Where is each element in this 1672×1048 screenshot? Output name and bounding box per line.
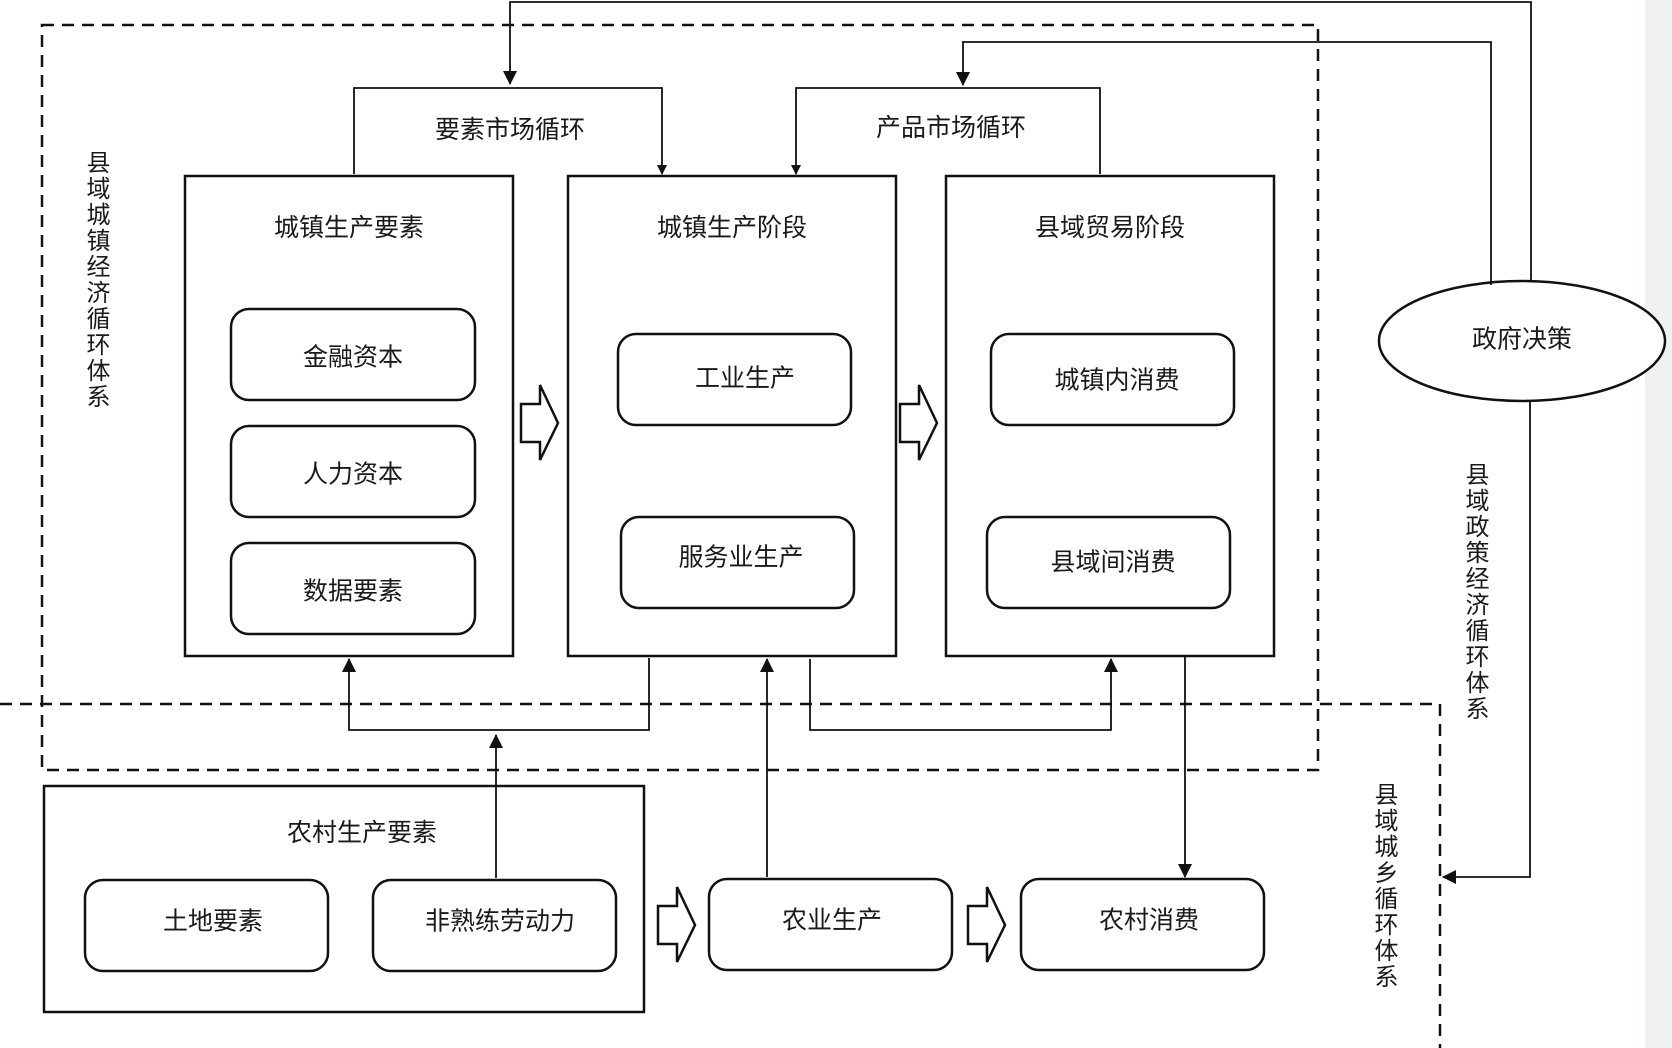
unskilled-labor-box: [371, 878, 618, 973]
rural-factors-title: 农村生产要素: [287, 818, 437, 847]
gov-to-factor-cycle-line: [503, 1, 1532, 281]
land-factor-label: 土地要素: [163, 907, 263, 936]
production-to-factors-line: [342, 658, 650, 731]
intra-urban-consumption-label: 城镇内消费: [1054, 366, 1179, 395]
financial-capital-label: 金融资本: [303, 343, 403, 372]
flow-arrow-rural-to-agri: [656, 886, 697, 963]
flow-arrow-production-to-trade: [898, 384, 939, 461]
urban-rural-system-boundary: [0, 702, 1442, 1048]
agri-production-box: [707, 877, 954, 972]
factor-market-cycle-label: 要素市场循环: [435, 115, 585, 144]
government-decision-ellipse: [1377, 279, 1667, 403]
gov-to-product-cycle-line: [956, 41, 1492, 285]
product-market-cycle-label: 产品市场循环: [876, 113, 1026, 142]
agri-production-label: 农业生产: [782, 906, 882, 935]
urban-system-boundary: [40, 23, 1320, 772]
urban-rural-system-label: 县域城乡循环体系: [1370, 782, 1398, 990]
human-capital-label: 人力资本: [303, 460, 403, 489]
data-factor-box: [229, 541, 477, 636]
unskilled-labor-label: 非熟练劳动力: [425, 907, 575, 936]
county-trade-title: 县域贸易阶段: [1035, 213, 1185, 242]
inter-county-consumption-box: [985, 515, 1232, 610]
flow-arrow-factors-to-production: [519, 384, 560, 461]
policy-system-label: 县域政策经济循环体系: [1461, 462, 1489, 722]
urban-factors-title: 城镇生产要素: [274, 213, 424, 242]
page-edge-shade: [1645, 0, 1672, 1048]
service-production-label: 服务业生产: [678, 543, 803, 572]
financial-capital-box: [229, 307, 477, 402]
human-capital-box: [229, 424, 477, 519]
service-production-box: [619, 515, 856, 610]
production-to-trade-line: [809, 658, 1118, 731]
data-factor-label: 数据要素: [303, 577, 403, 606]
rural-consumption-box: [1019, 877, 1266, 972]
industrial-production-box: [616, 332, 853, 427]
gov-to-urban-rural-line: [1442, 401, 1531, 884]
urban-system-label: 县域城镇经济循环体系: [82, 150, 110, 410]
government-decision-label: 政府决策: [1472, 325, 1572, 354]
factor-market-cycle-line: [353, 87, 667, 175]
intra-urban-consumption-box: [989, 332, 1236, 427]
rural-consumption-label: 农村消费: [1099, 906, 1199, 935]
inter-county-consumption-label: 县域间消费: [1050, 548, 1175, 577]
urban-production-title: 城镇生产阶段: [657, 213, 807, 242]
land-factor-box: [83, 878, 330, 973]
industrial-production-label: 工业生产: [695, 364, 795, 393]
flow-arrow-agri-to-consumption: [966, 886, 1007, 963]
product-market-cycle-line: [791, 87, 1101, 175]
